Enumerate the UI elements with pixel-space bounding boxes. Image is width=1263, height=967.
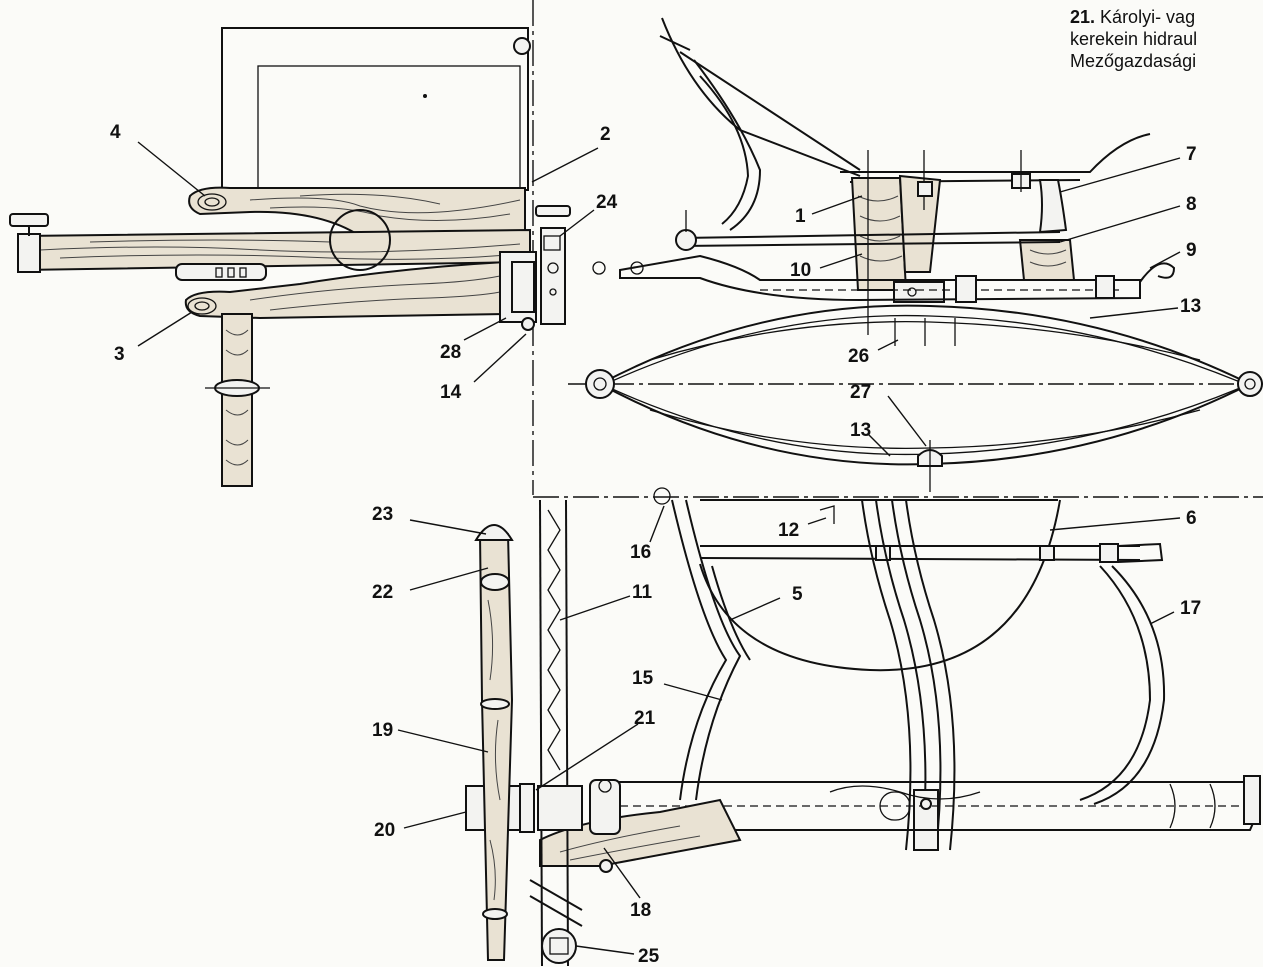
wooden-bolster-lower	[175, 260, 506, 320]
callout-23: 23	[372, 504, 393, 525]
callout-16: 16	[630, 542, 651, 563]
callout-14: 14	[440, 382, 462, 403]
front-axle	[605, 775, 1261, 831]
callout-10: 10	[790, 260, 811, 281]
callout-6: 6	[1186, 508, 1197, 529]
wooden-bolster-upper	[188, 186, 526, 237]
caption-line-1: Károlyi- vag	[1100, 7, 1196, 27]
callout-11: 11	[632, 582, 653, 603]
callout-25: 25	[638, 946, 660, 967]
front-wheel-arc	[653, 487, 1164, 672]
callout-labels: 4 2 24 1 7 8 9 10 13 26 27 13 3 28 14 23…	[110, 122, 1201, 967]
pole-11	[529, 499, 583, 967]
callout-4: 4	[110, 122, 121, 143]
whip-handle-19	[474, 524, 514, 961]
callout-1: 1	[795, 206, 806, 227]
callout-15: 15	[632, 668, 654, 689]
perch-reach-bar	[592, 210, 1176, 303]
callout-22: 22	[372, 582, 393, 603]
callout-13-bottom: 13	[850, 420, 871, 441]
caption-number: 21.	[1070, 7, 1096, 27]
callout-17: 17	[1180, 598, 1201, 619]
elliptic-leaf-spring	[585, 304, 1263, 492]
callout-28: 28	[440, 342, 461, 363]
callout-8: 8	[1186, 194, 1197, 215]
callout-21: 21	[634, 708, 656, 729]
center-clamp-block	[499, 205, 571, 331]
callout-20: 20	[374, 820, 395, 841]
caption-line-2: kerekein hidraul	[1070, 29, 1198, 49]
figure-caption: 21. Károlyi- vag kerekein hidraul Mezőga…	[1070, 6, 1263, 72]
clamp-21-20	[465, 779, 621, 835]
callout-9: 9	[1186, 240, 1197, 261]
seat-box	[221, 27, 531, 191]
bracket-7-8	[1018, 179, 1076, 281]
callout-7: 7	[1186, 144, 1197, 165]
callout-13-top: 13	[1180, 296, 1201, 317]
vertical-post-left	[205, 313, 270, 487]
callout-24: 24	[596, 192, 618, 213]
callout-27: 27	[850, 382, 871, 403]
callout-12: 12	[778, 520, 799, 541]
callout-26: 26	[848, 346, 869, 367]
leader-lines	[137, 141, 1181, 955]
callout-2: 2	[600, 124, 611, 145]
callout-18: 18	[630, 900, 651, 921]
callout-19: 19	[372, 720, 393, 741]
callout-3: 3	[114, 344, 125, 365]
steering-fork-15	[671, 499, 751, 801]
callout-5: 5	[792, 584, 803, 605]
arm-17	[1079, 565, 1166, 805]
shaft-upper-right	[659, 17, 861, 231]
caption-line-3: Mezőgazdasági	[1070, 51, 1197, 71]
